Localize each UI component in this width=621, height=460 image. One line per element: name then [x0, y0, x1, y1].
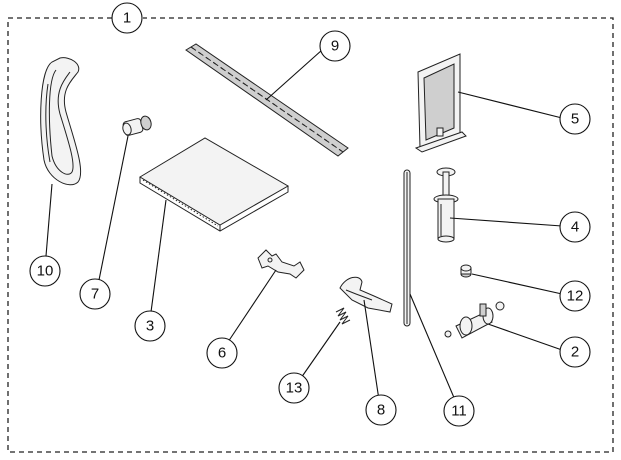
bracket-foot-part: [339, 276, 393, 313]
leader-13: [300, 321, 341, 379]
callout-7: 7: [79, 278, 111, 310]
leader-4: [449, 217, 563, 227]
spring-part: [335, 307, 351, 325]
leader-lines: [45, 49, 563, 401]
callout-9: 9: [319, 30, 351, 62]
callout-label: 3: [146, 318, 154, 335]
callout-label: 1: [123, 10, 131, 27]
leader-11: [409, 293, 456, 401]
callout-label: 10: [37, 263, 54, 280]
callout-5: 5: [559, 103, 591, 135]
leader-2: [487, 323, 563, 351]
leader-3: [150, 199, 167, 313]
callout-2: 2: [559, 336, 591, 368]
belt-part: [40, 57, 82, 186]
callout-label: 6: [218, 345, 226, 362]
leader-10: [45, 183, 53, 257]
callout-label: 7: [91, 286, 99, 303]
callout-12: 12: [559, 280, 591, 312]
callout-4: 4: [559, 211, 591, 243]
callout-label: 5: [571, 111, 579, 128]
kit-boundary: [7, 17, 614, 453]
bushing-part: [122, 115, 152, 136]
rod-part: [403, 169, 411, 327]
callout-13: 13: [278, 372, 310, 404]
wrench-part: [257, 249, 305, 279]
leader-9: [265, 49, 323, 101]
chain-part: [185, 43, 349, 157]
callout-label: 4: [571, 219, 579, 236]
manual-booklet-part: [139, 137, 290, 232]
callout-1: 1: [111, 2, 143, 34]
leader-6: [227, 269, 277, 343]
callout-11: 11: [443, 395, 475, 427]
callout-10: 10: [29, 255, 61, 287]
callout-label: 11: [451, 403, 467, 420]
callout-label: 12: [567, 288, 584, 305]
callout-3: 3: [134, 310, 166, 342]
callout-8: 8: [365, 394, 397, 426]
callout-6: 6: [206, 337, 238, 369]
leader-12: [471, 273, 563, 295]
nut-part: [460, 264, 472, 278]
callout-label: 8: [377, 402, 385, 419]
hinge-assembly-part: [444, 301, 505, 339]
callout-label: 9: [331, 38, 339, 55]
callout-label: 13: [286, 380, 303, 397]
leader-5: [457, 91, 563, 119]
plunger-part: [433, 167, 459, 243]
leader-7: [98, 135, 129, 281]
leader-8: [363, 299, 380, 401]
callout-label: 2: [571, 344, 579, 361]
filter-frame-part: [414, 53, 467, 153]
